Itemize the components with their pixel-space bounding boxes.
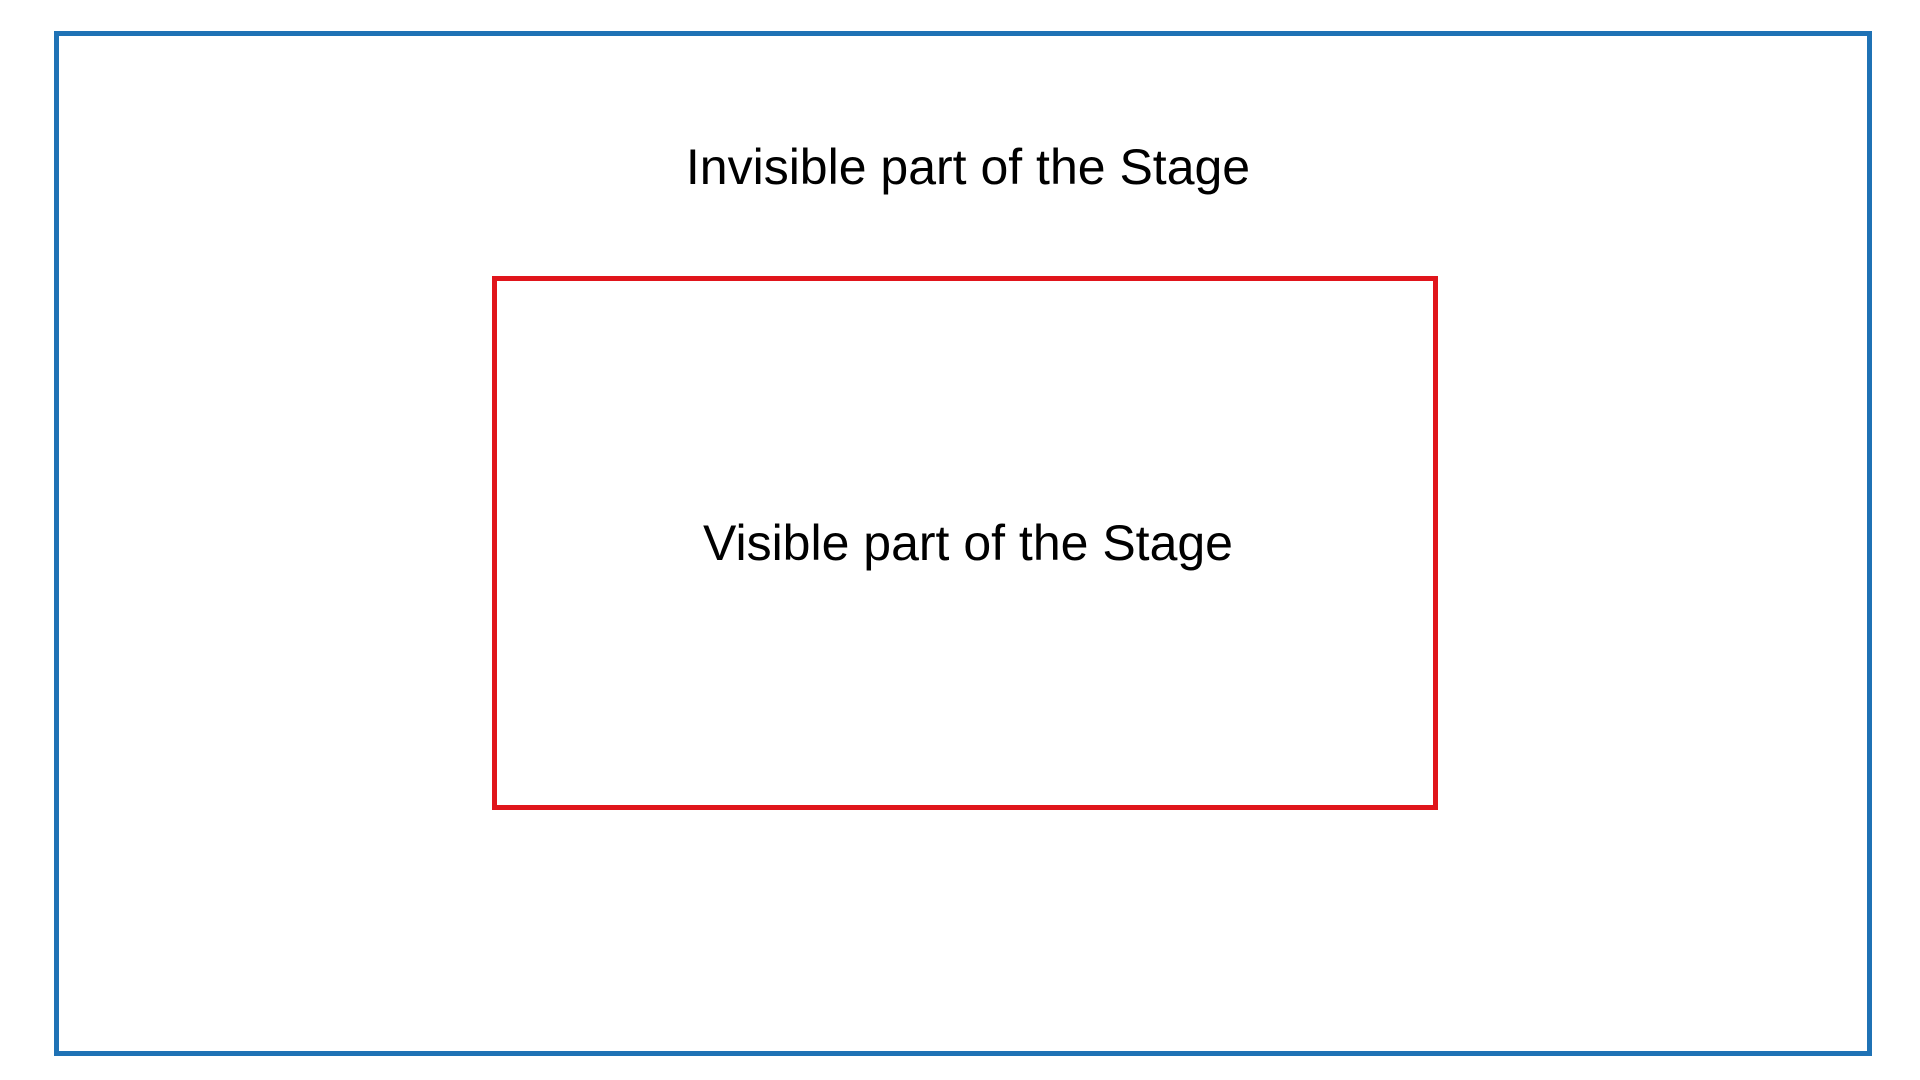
- invisible-stage-label: Invisible part of the Stage: [685, 139, 1251, 195]
- visible-stage-region: [492, 276, 1438, 810]
- invisible-stage-region: [54, 31, 1872, 1056]
- visible-stage-label: Visible part of the Stage: [703, 515, 1233, 571]
